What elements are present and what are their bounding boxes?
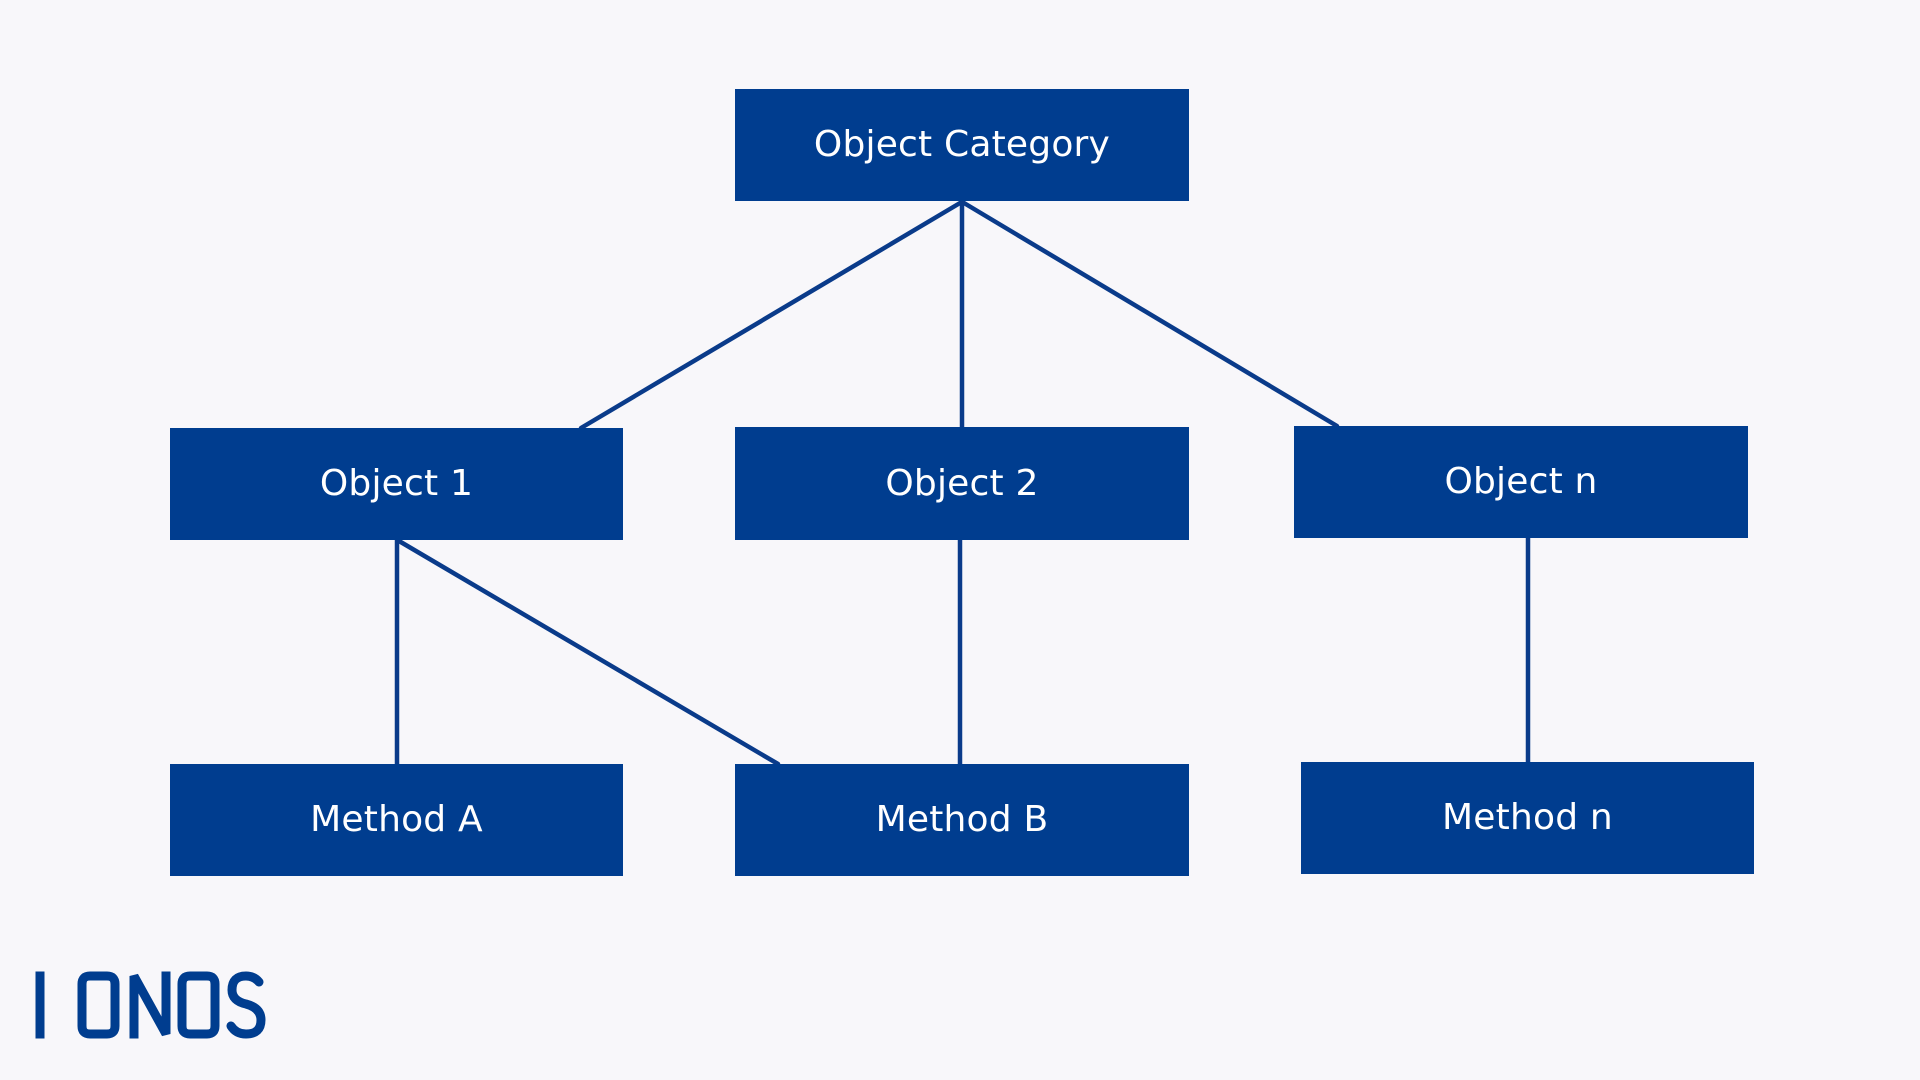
object-1-box: Object 1 (170, 428, 623, 540)
object-n-label: Object n (1444, 461, 1598, 502)
method-n-label: Method n (1442, 797, 1613, 838)
method-a-label: Method A (310, 799, 483, 840)
logo-letter-o-2 (177, 971, 220, 1039)
object-category-label: Object Category (813, 124, 1111, 165)
edge-object1-to-methodB (396, 538, 781, 767)
object-2-box: Object 2 (735, 427, 1189, 540)
method-b-label: Method B (875, 799, 1049, 840)
object-1-label: Object 1 (319, 463, 474, 504)
edge-category-to-objectn (961, 200, 1340, 429)
method-b-box: Method B (735, 764, 1189, 876)
method-a-box: Method A (170, 764, 623, 876)
ionos-logo-mark (35, 971, 266, 1039)
logo-letter-o-1 (77, 971, 120, 1039)
method-n-box: Method n (1301, 762, 1754, 874)
object-2-label: Object 2 (885, 462, 1039, 504)
connector-layer (394, 200, 1531, 767)
ionos-logo (35, 971, 266, 1039)
logo-letter-n (129, 971, 171, 1039)
logo-letter-s (226, 971, 266, 1039)
object-n-box: Object n (1294, 426, 1748, 538)
edge-category-to-object1 (578, 200, 963, 431)
object-category-box: Object Category (735, 89, 1189, 201)
